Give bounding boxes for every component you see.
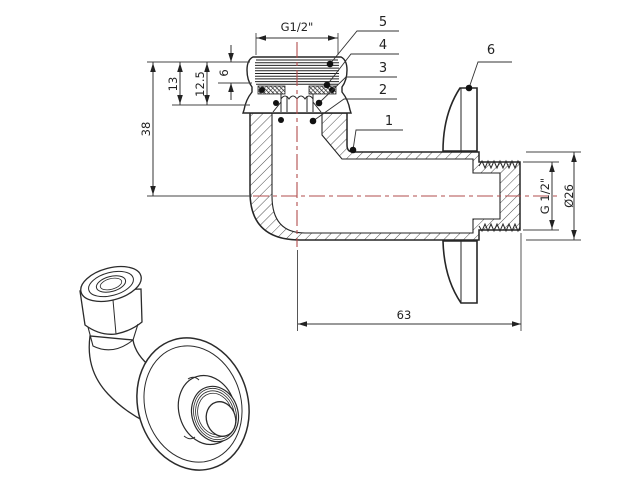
isometric-view [79,265,250,471]
gasket-section-right [308,85,337,95]
body-wall-hatch [250,113,520,240]
iso-thread-boss [190,385,240,443]
dim-label-63: 63 [397,308,412,322]
section-view [242,42,560,304]
callout-label-5: 5 [379,15,387,30]
dimension-arrows [150,35,577,327]
wall-flange-section [442,87,478,304]
callout-label-6: 6 [487,43,495,58]
dim-label-outlet-thread: G 1/2" [538,178,552,214]
dim-label-12-5: 12.5 [193,71,207,97]
dim-label-top-thread: G1/2" [281,20,314,34]
iso-nut [79,265,143,351]
body-bore-outline [271,113,501,234]
valve-body-section [250,113,520,240]
callout-label-4: 4 [379,38,387,53]
gasket-section-left [257,85,286,95]
callout-label-1: 1 [385,114,393,129]
dim-label-13: 13 [166,77,180,92]
centerlines [253,42,560,247]
dimensions: G1/2" 38 13 12.5 6 63 G 1/2" Ø26 [139,20,581,331]
dim-label-6: 6 [217,69,231,76]
male-thread-bottom [478,222,521,233]
callout-label-2: 2 [379,83,387,98]
leader-lines [312,30,512,151]
leader-dots [309,60,473,154]
male-thread-top [478,159,521,170]
callouts: 5 4 3 2 1 6 [309,15,512,154]
dim-label-38: 38 [139,122,153,137]
callout-label-3: 3 [379,61,387,76]
extension-lines [147,33,581,331]
dim-label-diameter: Ø26 [562,184,576,208]
